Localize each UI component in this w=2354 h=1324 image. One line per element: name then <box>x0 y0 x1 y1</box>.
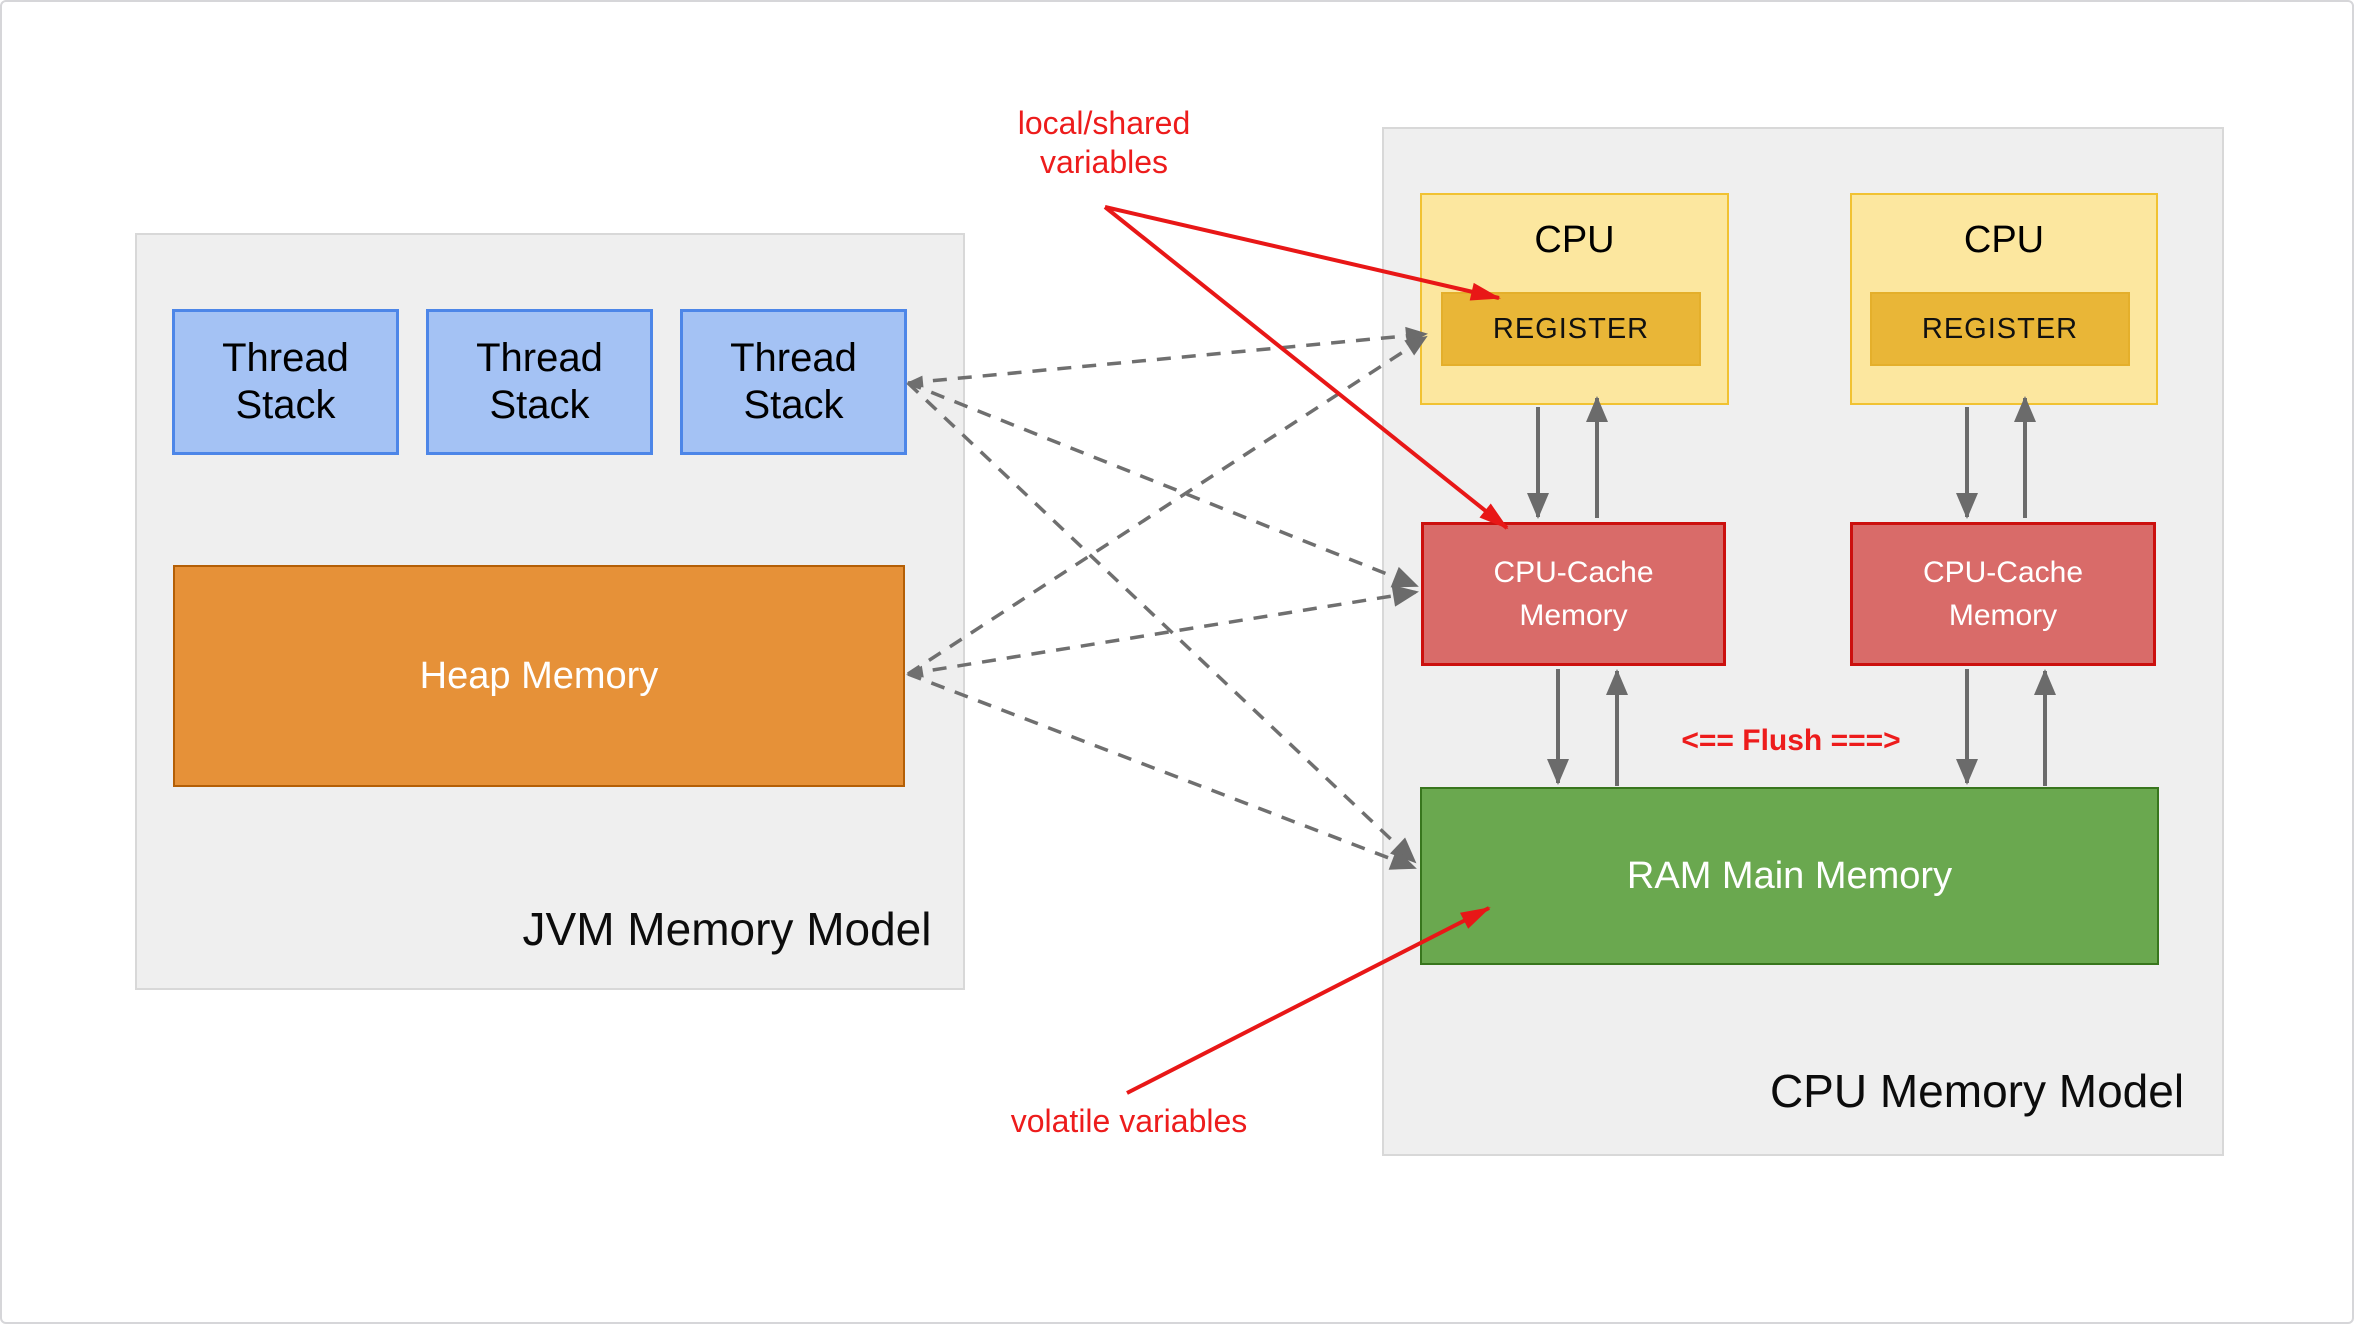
dashed-arrow-heap-ram <box>907 672 1417 870</box>
dashed-arrows-heap <box>906 335 1428 870</box>
cpu-panel-title: CPU Memory Model <box>1769 1065 2185 1117</box>
jvm-panel-title: JVM Memory Model <box>522 903 932 955</box>
cpu-label: CPU <box>1534 219 1615 261</box>
flush-annotation: <== Flush ===> <box>1681 724 1901 757</box>
register-box-1: REGISTER <box>1441 292 1701 366</box>
heap-memory-label: Heap Memory <box>419 654 659 697</box>
register-label: REGISTER <box>1492 312 1650 345</box>
register-box-2: REGISTER <box>1870 292 2130 366</box>
volatile-variables-annotation: volatile variables <box>1010 1103 1248 1139</box>
heap-memory-box: Heap Memory <box>173 565 905 787</box>
ram-main-memory-label: RAM Main Memory <box>1626 854 1953 897</box>
dashed-arrow-threadstack-cache <box>907 381 1419 588</box>
dashed-arrow-heap-cache <box>906 584 1419 678</box>
register-label: REGISTER <box>1921 312 2079 345</box>
dashed-arrow-heap-register <box>907 335 1428 676</box>
dashed-arrows-thread-stack <box>906 326 1428 864</box>
ram-main-memory-box: RAM Main Memory <box>1420 787 2159 965</box>
dashed-arrow-threadstack-register <box>906 326 1428 388</box>
cpu-label: CPU <box>1963 219 2045 261</box>
dashed-arrow-threadstack-ram <box>906 381 1417 864</box>
